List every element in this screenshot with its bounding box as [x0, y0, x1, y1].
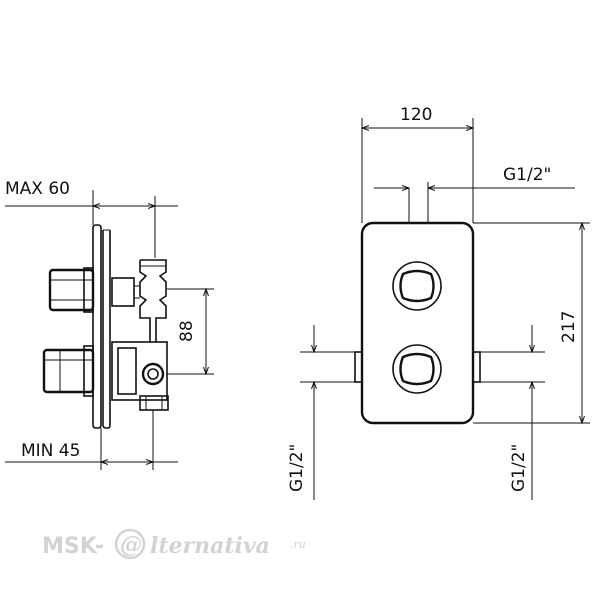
watermark-suffix: lternativa	[150, 533, 270, 559]
watermark-at: @	[120, 532, 142, 558]
front-view	[300, 118, 590, 500]
watermark-prefix: MSK-	[42, 534, 104, 559]
outlet-spacing-label: 88	[177, 320, 197, 342]
max-depth-label: MAX 60	[5, 179, 70, 199]
side-view	[5, 190, 214, 470]
watermark-at-icon	[114, 528, 146, 560]
top-connection-label: G1/2"	[503, 165, 551, 185]
width-label: 120	[400, 105, 432, 125]
watermark: MSK- @ lternativa .ru	[42, 528, 306, 560]
height-label: 217	[559, 311, 579, 343]
min-depth-label: MIN 45	[21, 441, 80, 461]
watermark-tld: .ru	[290, 538, 306, 551]
right-connection-label: G1/2"	[509, 444, 529, 492]
left-connection-label: G1/2"	[287, 444, 307, 492]
